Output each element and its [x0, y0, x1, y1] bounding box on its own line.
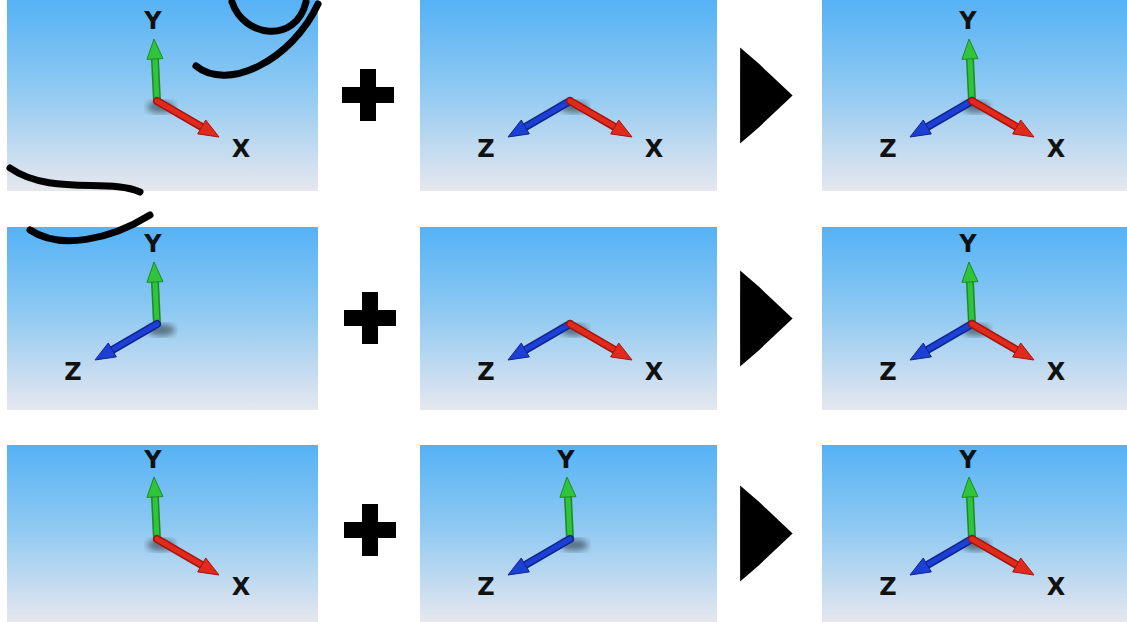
axis-arrows: [7, 227, 318, 410]
axis-label: X: [232, 137, 251, 161]
axis-panel: YX: [7, 445, 318, 622]
plus-sign: [344, 292, 396, 344]
axis-label: Y: [959, 448, 976, 472]
axis-label: Y: [557, 448, 574, 472]
axis-arrow: [157, 539, 219, 575]
scribble-stroke: [30, 215, 150, 241]
axis-label: Z: [64, 360, 81, 384]
scribble-stroke: [10, 168, 140, 192]
axis-arrow: [910, 324, 972, 360]
axis-arrow: [508, 101, 570, 137]
axis-label: Z: [879, 575, 896, 599]
axis-label: Z: [879, 137, 896, 161]
axis-label: Y: [144, 9, 161, 33]
axis-arrow: [508, 539, 570, 575]
axis-panel: ZX: [420, 0, 717, 191]
axis-label: Z: [879, 360, 896, 384]
scribble-stroke: [196, 4, 318, 75]
axis-arrow: [157, 101, 219, 137]
flow-arrow: [740, 271, 793, 367]
axis-panel: Y Z X: [822, 0, 1127, 191]
axis-arrows: [7, 445, 318, 622]
axis-label: X: [1047, 575, 1066, 599]
axis-arrow: [508, 324, 570, 360]
plus-sign: [344, 504, 396, 556]
axis-arrow: [972, 539, 1034, 575]
axis-panel: Y Z X: [822, 227, 1127, 410]
flow-arrow: [740, 486, 793, 582]
axis-arrow: [147, 262, 163, 324]
axis-arrow: [570, 101, 632, 137]
axis-label: Y: [144, 232, 161, 256]
axis-label: X: [645, 137, 664, 161]
axis-arrow: [910, 101, 972, 137]
axis-arrow: [972, 324, 1034, 360]
axis-arrows: [420, 227, 717, 410]
scribble-stroke: [232, 2, 306, 31]
axis-arrow: [972, 101, 1034, 137]
axis-panel: YZ: [7, 227, 318, 410]
axis-label: X: [232, 575, 251, 599]
axis-arrow: [962, 262, 978, 324]
axis-label: X: [1047, 137, 1066, 161]
axis-panel: ZX: [420, 227, 717, 410]
axis-label: Y: [144, 448, 161, 472]
axis-panel: YZ: [420, 445, 717, 622]
axis-arrow: [910, 539, 972, 575]
axis-arrows: [420, 0, 717, 191]
axis-label: Z: [477, 575, 494, 599]
axis-panel: Y Z X: [822, 445, 1127, 622]
axis-arrows: [7, 0, 318, 191]
axis-label: Y: [959, 9, 976, 33]
axis-label: Z: [477, 137, 494, 161]
axis-arrow: [147, 477, 163, 539]
axis-label: Y: [959, 232, 976, 256]
axis-arrow: [560, 477, 576, 539]
axis-label: X: [645, 360, 664, 384]
flow-arrow: [740, 48, 793, 144]
axis-arrow: [962, 39, 978, 101]
axis-arrow: [962, 477, 978, 539]
axis-label: Z: [477, 360, 494, 384]
axis-label: X: [1047, 360, 1066, 384]
axis-arrow: [147, 39, 163, 101]
axis-panel: YX: [7, 0, 318, 191]
axis-arrow: [95, 324, 157, 360]
plus-sign: [342, 69, 394, 121]
axis-arrow: [570, 324, 632, 360]
